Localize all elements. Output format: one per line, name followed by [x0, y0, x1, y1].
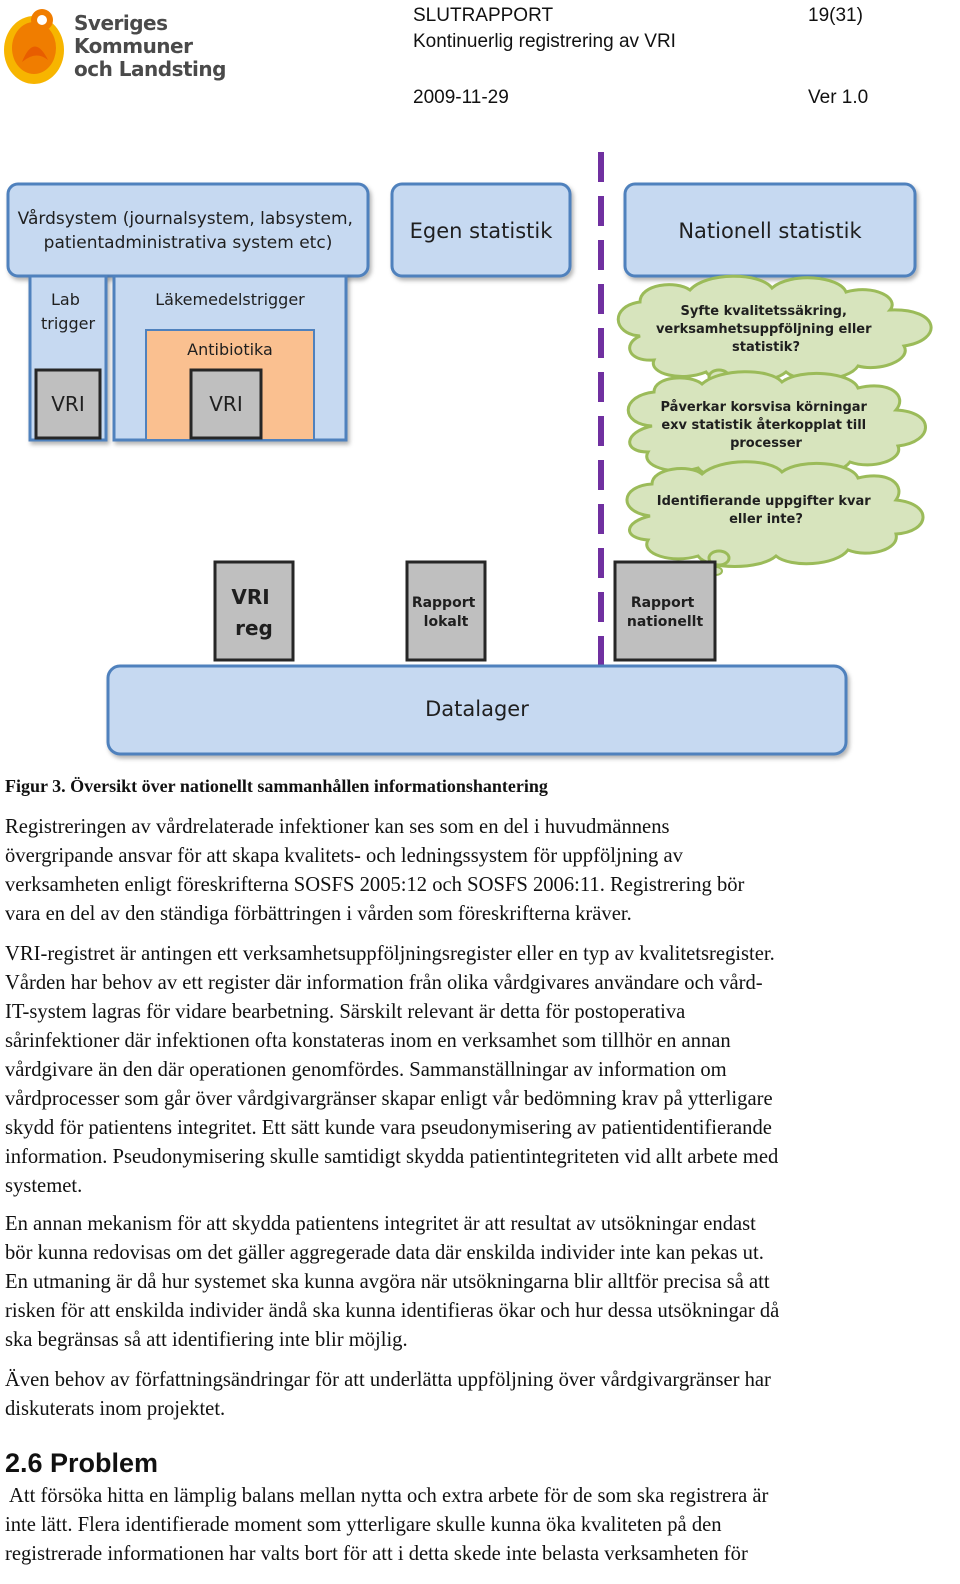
cloud2-text: Påverkar korsvisa körningar	[661, 400, 868, 415]
cloud1-text: statistik?	[732, 340, 800, 355]
rapport-nationellt-box	[613, 560, 717, 662]
egen-statistik-box	[390, 182, 572, 278]
text-line: En annan mekanism för att skydda patient…	[5, 1213, 756, 1235]
svg-text:VRI reg: VRI reg	[231, 585, 276, 640]
text-line: skydd för patientens integritet. Ett sät…	[5, 1117, 772, 1139]
text-line: En utmaning är då hur systemet ska kunna…	[5, 1271, 770, 1293]
vardsystem-label: Vårdsystem (journalsystem, labsystem,	[18, 208, 353, 229]
lakemedelstrigger-label: Läkemedelstrigger	[155, 290, 305, 309]
cloud2-text: processer	[730, 436, 802, 451]
vri-left-label: VRI	[51, 392, 84, 416]
text-line: bör kunna redovisas om det gäller aggreg…	[5, 1242, 764, 1264]
organization-logo-text: Sveriges Kommuner och Landsting	[74, 12, 226, 81]
report-title: SLUTRAPPORT	[413, 5, 554, 26]
cloud1-text: verksamhetsuppföljning eller	[656, 322, 872, 337]
rapport-lokalt-label: lokalt	[424, 614, 469, 630]
rapport-lokalt-box	[405, 560, 487, 662]
lab-trigger-label: Lab	[51, 290, 80, 309]
text-line: Även behov av författningsändringar för …	[5, 1369, 771, 1391]
text-line: Vården har behov av ett register där inf…	[5, 972, 763, 994]
cloud1-text: Syfte kvalitetssäkring,	[681, 304, 847, 319]
text-line: registrerade informationen har valts bor…	[5, 1543, 748, 1565]
rapport-nationellt-label: nationellt	[627, 614, 704, 630]
figure-caption: Figur 3. Översikt över nationellt samman…	[5, 776, 548, 796]
vri-reg-label: reg	[235, 616, 273, 640]
text-line: vårdgivare än den där operationen genomf…	[5, 1059, 727, 1081]
rapport-nationellt-label: Rapport	[631, 595, 695, 611]
information-flow-diagram: Vårdsystem (journalsystem, labsystem, pa…	[6, 152, 933, 762]
text-line: Registreringen av vårdrelaterade infekti…	[5, 816, 670, 838]
svg-text:Identifierande uppgifter kvar: Identifierande uppgifter kvar eller inte…	[657, 494, 876, 527]
datalager-label: Datalager	[425, 697, 529, 721]
question-cloud-3	[625, 460, 925, 576]
cloud3-text: eller inte?	[729, 512, 803, 527]
text-line: vara en del av den ständiga förbättringe…	[5, 903, 632, 925]
paragraph-1: Registreringen av vårdrelaterade infekti…	[5, 813, 957, 929]
cloud3-text: Identifierande uppgifter kvar	[657, 494, 872, 509]
text-line: information. Pseudonymisering skulle sam…	[5, 1146, 779, 1168]
skl-logo-icon	[4, 9, 64, 84]
svg-text:Rapport lokalt: Rapport lokalt	[412, 595, 480, 630]
cloud2-text: exv statistik återkopplat till	[661, 418, 866, 433]
lab-trigger-label: trigger	[41, 314, 95, 333]
section-heading: 2.6 Problem	[5, 1448, 159, 1478]
vri-reg-box	[213, 560, 295, 662]
text-line: Att försöka hitta en lämplig balans mell…	[5, 1485, 769, 1507]
logo-line: Sveriges	[74, 11, 168, 35]
vri-reg-label: VRI	[231, 585, 269, 609]
svg-text:Påverkar korsvisa körningar: Påverkar korsvisa körningar exv statisti…	[661, 400, 872, 451]
text-line: ska begränsas så att identifiering inte …	[5, 1329, 408, 1351]
svg-text:Lab trigger: Lab trigger	[41, 290, 95, 333]
text-line: VRI-registret är antingen ett verksamhet…	[5, 943, 775, 965]
rapport-lokalt-label: Rapport	[412, 595, 476, 611]
text-line: risken för att enskilda individer ändå s…	[5, 1300, 780, 1322]
text-line: inte lätt. Flera identifierade moment so…	[5, 1514, 722, 1536]
text-line: vårdprocesser som går över vårdgivargrän…	[5, 1088, 773, 1110]
vri-right-box	[189, 368, 263, 440]
vri-right-label: VRI	[209, 392, 242, 416]
report-version: Ver 1.0	[808, 87, 869, 108]
svg-text:Vårdsystem (journalsystem, lab: Vårdsystem (journalsystem, labsystem, pa…	[18, 208, 359, 253]
paragraph-2: VRI-registret är antingen ett verksamhet…	[5, 940, 957, 1201]
paragraph-4: Även behov av författningsändringar för …	[5, 1366, 957, 1424]
page-number: 19(31)	[808, 5, 863, 26]
vardsystem-box	[6, 182, 370, 278]
datalager-box	[106, 664, 848, 756]
problem-paragraph: Att försöka hitta en lämplig balans mell…	[5, 1482, 957, 1569]
vardsystem-label: patientadministrativa system etc)	[44, 233, 333, 253]
svg-text:Rapport nationellt: Rapport nationellt	[627, 595, 704, 630]
egen-statistik-label: Egen statistik	[410, 219, 554, 243]
logo-line: Kommuner	[74, 34, 193, 58]
vri-left-box	[34, 368, 102, 440]
report-subtitle: Kontinuerlig registrering av VRI	[413, 31, 676, 52]
nationell-statistik-label: Nationell statistik	[678, 219, 862, 243]
text-line: IT-system lagras för vidare bearbetning.…	[5, 1001, 686, 1023]
text-line: systemet.	[5, 1175, 83, 1197]
nationell-statistik-box	[623, 182, 917, 278]
logo-line: och Landsting	[74, 57, 226, 81]
text-line: övergripande ansvar för att skapa kvalit…	[5, 845, 683, 867]
text-line: diskuterats inom projektet.	[5, 1398, 226, 1420]
svg-text:Syfte kvalitetssäkring, ve: Syfte kvalitetssäkring, verksamhetsuppfö…	[656, 304, 876, 355]
antibiotika-label: Antibiotika	[187, 340, 273, 359]
text-line: verksamheten enligt föreskrifterna SOSFS…	[5, 874, 745, 896]
report-date: 2009-11-29	[413, 87, 509, 108]
paragraph-3: En annan mekanism för att skydda patient…	[5, 1210, 957, 1355]
text-line: sårinfektioner där infektionen ofta kons…	[5, 1030, 731, 1052]
